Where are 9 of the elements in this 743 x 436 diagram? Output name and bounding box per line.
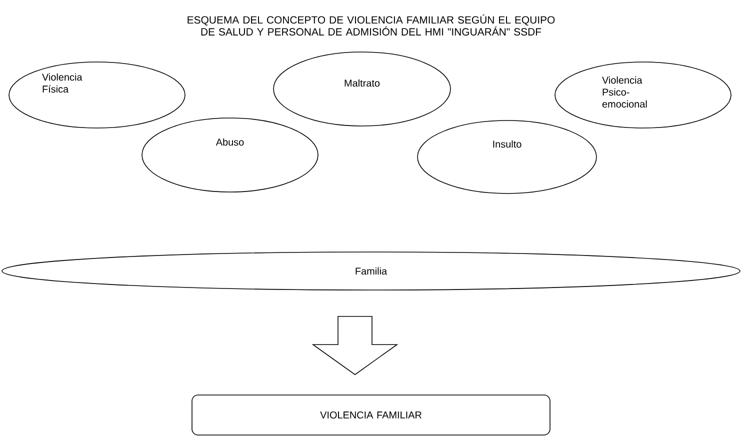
title: ESQUEMA DEL CONCEPTO DE VIOLENCIA FAMILIAR SEGÚN EL EQUIPO DE SALUD Y PERSONAL DE ADMISIÓN DEL HMI "INGUARÁN" SSDF [188, 14, 555, 36]
ellipse-node: Abuso [142, 118, 318, 192]
rounded-box: VIOLENCIA FAMILIAR [192, 394, 550, 436]
ellipse-node: Violencia Psico-emocional [554, 62, 732, 128]
ellipse-node: Insulto [417, 120, 597, 194]
ellipse-node: Violencia Física [8, 62, 186, 128]
block-arrow [312, 316, 398, 376]
ellipse-node: Maltrato [273, 52, 451, 126]
ellipse-node: Familia [2, 252, 740, 290]
